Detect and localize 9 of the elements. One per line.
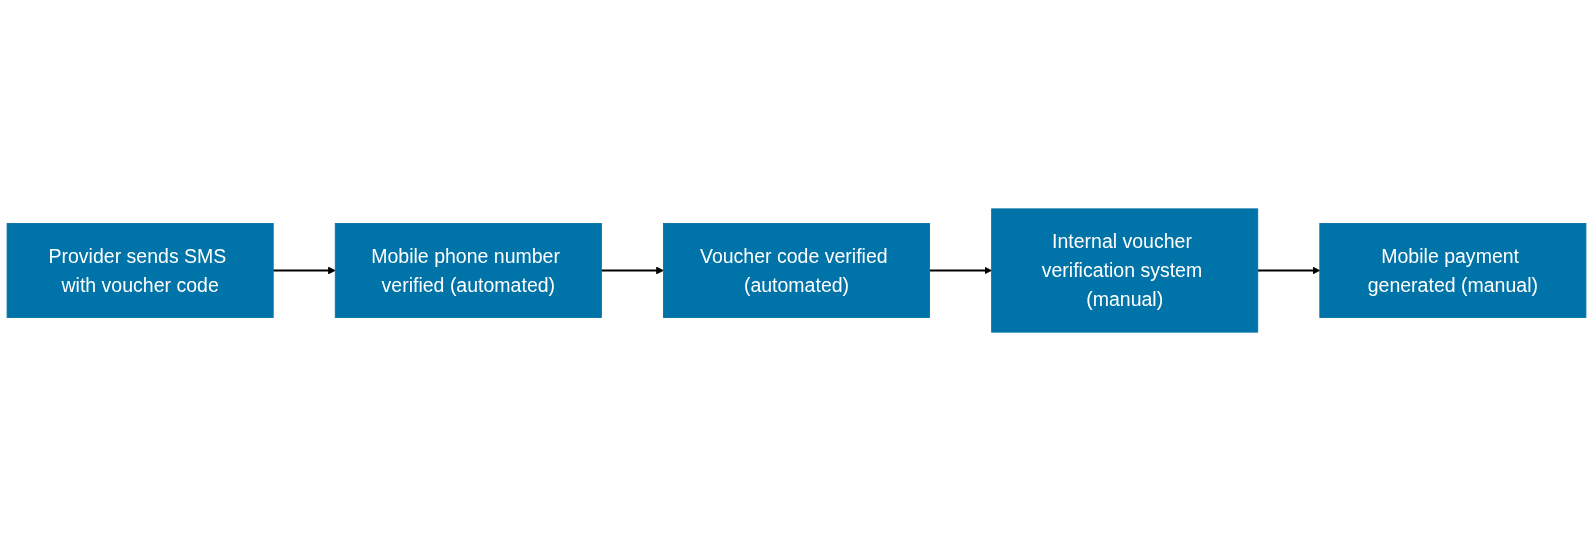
node-box: Internal voucher verification system (manual) — [991, 208, 1259, 333]
node-box: Provider sends SMS with voucher code — [6, 223, 274, 318]
arrow — [928, 266, 992, 275]
node-box: Mobile payment generated (manual) — [1319, 223, 1587, 318]
node-box: Mobile phone number verified (automated) — [334, 223, 602, 318]
arrow — [600, 266, 664, 275]
arrow — [272, 266, 336, 275]
arrow — [1256, 266, 1321, 275]
node-box: Voucher code verified (automated) — [663, 223, 930, 318]
